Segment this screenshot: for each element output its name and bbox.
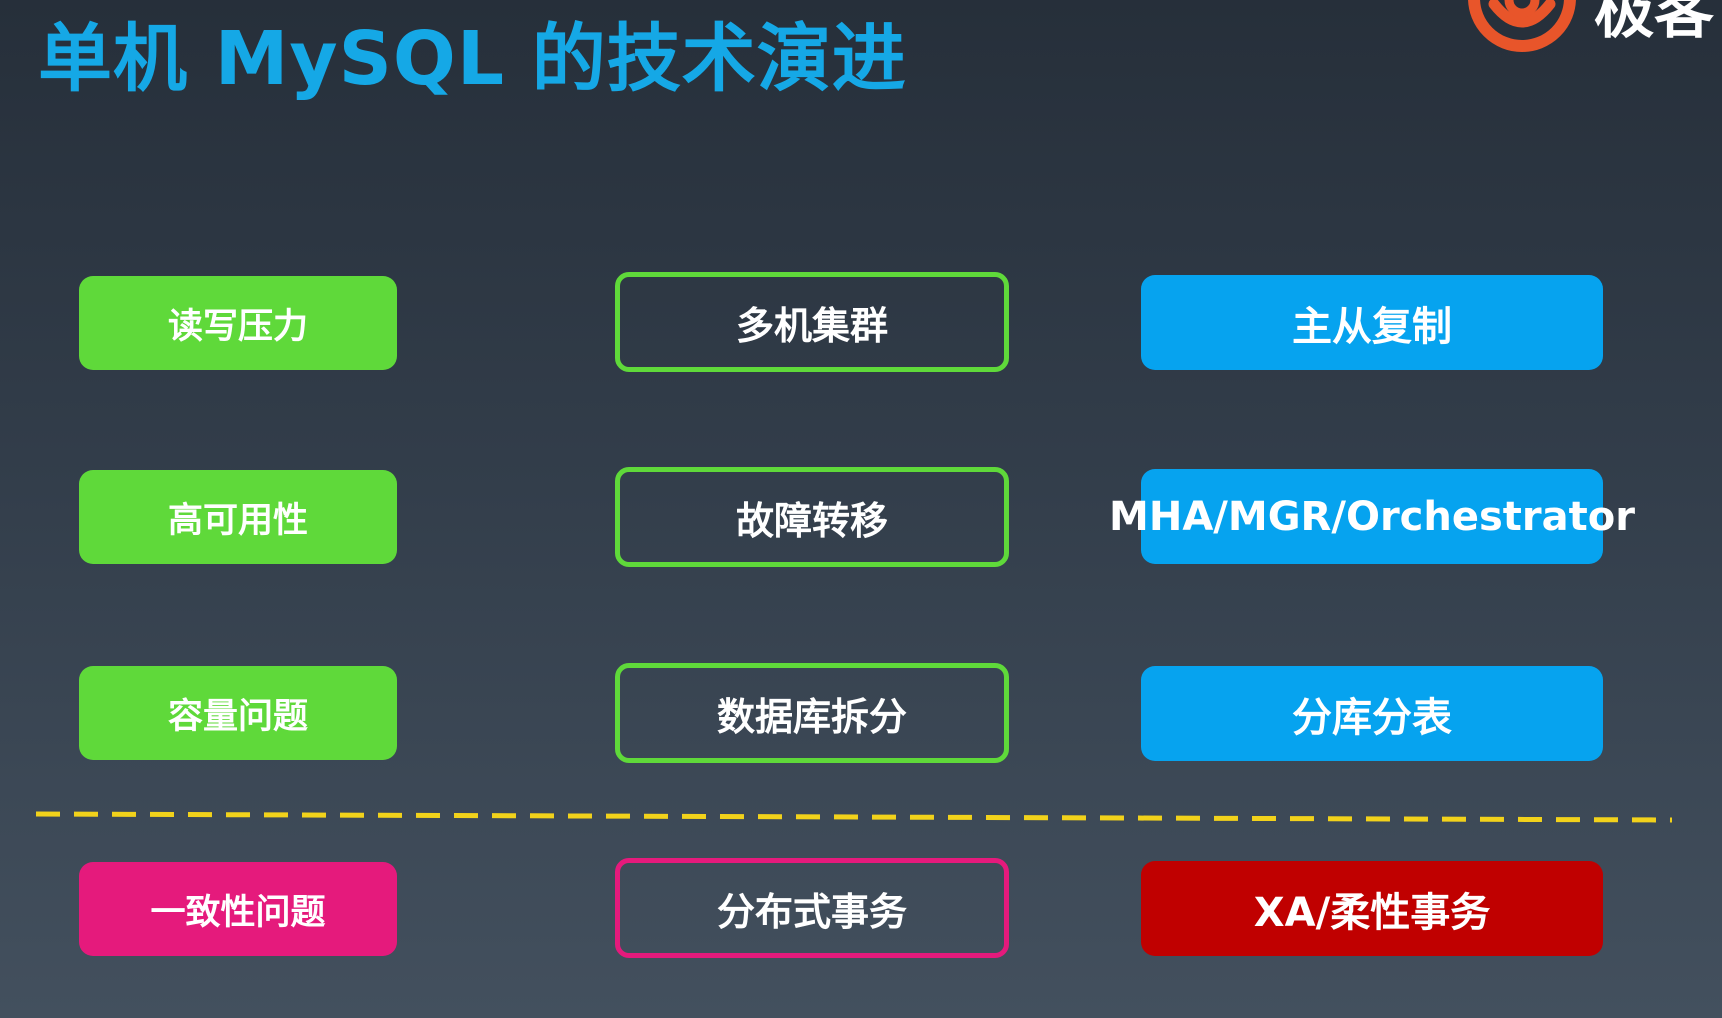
approach-multi-machine-cluster: 多机集群 [615, 272, 1009, 372]
dashed-divider [36, 811, 1672, 823]
solution-master-slave-replication: 主从复制 [1141, 275, 1603, 370]
problem-capacity: 容量问题 [79, 666, 397, 760]
approach-database-split: 数据库拆分 [615, 663, 1009, 763]
solution-xa-flexible-transaction: XA/柔性事务 [1141, 861, 1603, 956]
approach-failover: 故障转移 [615, 467, 1009, 567]
solution-mha-mgr-orchestrator: MHA/MGR/Orchestrator [1109, 469, 1635, 564]
logo: 极客 [1460, 0, 1722, 70]
logo-text: 极客 [1594, 0, 1714, 47]
logo-mark-icon [1468, 0, 1576, 52]
solution-sharding: 分库分表 [1141, 666, 1603, 761]
slide-title: 单机 MySQL 的技术演进 [38, 16, 907, 102]
problem-consistency: 一致性问题 [79, 862, 397, 956]
problem-high-availability: 高可用性 [79, 470, 397, 564]
approach-distributed-transaction: 分布式事务 [615, 858, 1009, 958]
problem-read-write-pressure: 读写压力 [79, 276, 397, 370]
